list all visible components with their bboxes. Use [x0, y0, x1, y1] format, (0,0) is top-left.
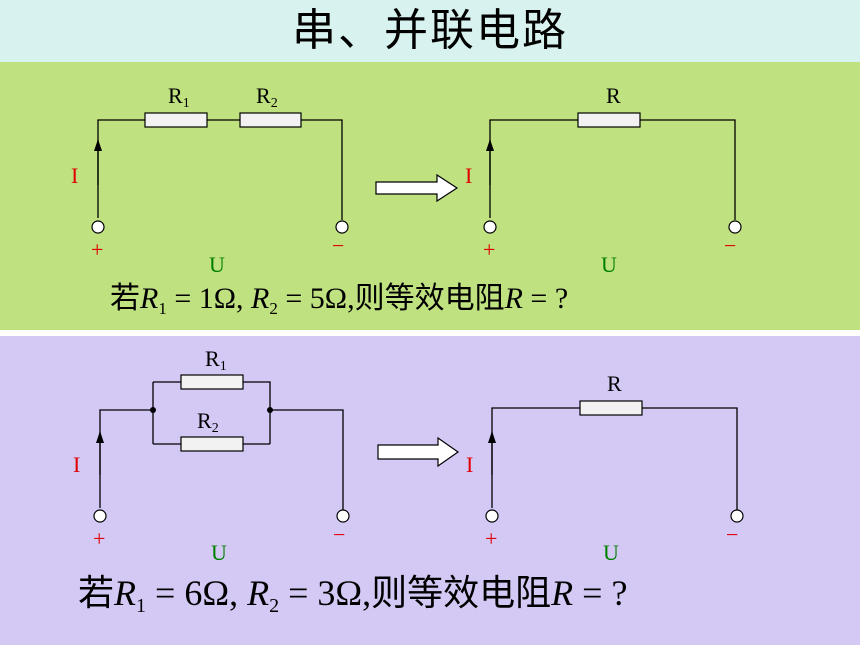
terminal-positive	[91, 220, 105, 234]
terminal-positive	[485, 509, 499, 523]
title-bar	[0, 0, 860, 62]
series-eq-wire	[489, 119, 736, 220]
resistor-r2-label: R2	[197, 408, 219, 436]
resistor-r2	[180, 436, 244, 452]
series-wire	[97, 119, 343, 220]
resistor-r-label: R	[607, 371, 622, 396]
series-current-arrowhead	[94, 139, 102, 151]
series-equivalent-circuit: R I + − U	[465, 83, 742, 277]
terminal-negative	[336, 509, 350, 523]
current-label: I	[73, 452, 80, 477]
parallel-equivalence-arrow	[377, 436, 460, 468]
junction-left	[150, 407, 156, 413]
page-title: 串、并联电路	[292, 5, 568, 56]
minus-label: −	[724, 233, 736, 258]
plus-label: +	[483, 237, 495, 262]
voltage-label: U	[209, 252, 225, 277]
parallel-panel	[0, 336, 860, 645]
current-label: I	[466, 452, 473, 477]
parallel-eq-current-arrowhead	[488, 431, 496, 443]
plus-label: +	[93, 526, 105, 551]
resistor-r-label: R	[606, 83, 621, 108]
parallel-current-arrowhead	[96, 431, 104, 443]
series-eq-current-arrowhead	[486, 139, 494, 151]
voltage-label: U	[211, 540, 227, 565]
resistor-r2	[239, 112, 302, 128]
parallel-original-circuit: R1 R2 I + − U	[73, 346, 350, 565]
parallel-question: 若R1 = 6Ω, R2 = 3Ω,则等效电阻R = ?	[78, 573, 627, 617]
minus-label: −	[726, 522, 738, 547]
minus-label: −	[333, 522, 345, 547]
resistor-r1-label: R1	[205, 346, 227, 374]
terminal-negative	[730, 509, 744, 523]
terminal-negative	[335, 220, 349, 234]
resistor-r1-label: R1	[168, 83, 190, 111]
terminal-negative	[728, 220, 742, 234]
series-question: 若R1 = 1Ω, R2 = 5Ω,则等效电阻R = ?	[110, 282, 568, 318]
parallel-equivalent-circuit: R I + − U	[466, 371, 744, 565]
series-panel	[0, 62, 860, 330]
resistor-r1	[144, 112, 208, 128]
resistor-r2-label: R2	[256, 83, 278, 111]
series-equivalence-arrow	[375, 173, 459, 203]
minus-label: −	[332, 233, 344, 258]
terminal-positive	[483, 220, 497, 234]
voltage-label: U	[601, 252, 617, 277]
plus-label: +	[91, 237, 103, 262]
parallel-eq-wire	[491, 407, 738, 510]
terminal-positive	[93, 509, 107, 523]
voltage-label: U	[603, 540, 619, 565]
plus-label: +	[485, 526, 497, 551]
current-label: I	[71, 163, 78, 188]
junction-right	[267, 407, 273, 413]
resistor-r	[577, 112, 641, 128]
resistor-r1	[180, 374, 244, 390]
resistor-r	[579, 400, 643, 416]
series-original-circuit: R1 R2 I + − U	[71, 83, 349, 277]
current-label: I	[465, 163, 472, 188]
